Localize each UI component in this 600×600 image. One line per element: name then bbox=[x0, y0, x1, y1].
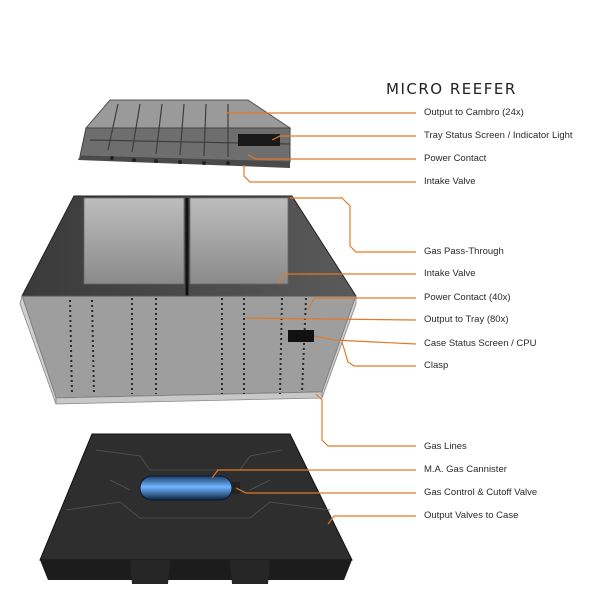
top-tray bbox=[78, 99, 292, 168]
leader-output-valves bbox=[327, 515, 416, 525]
leader-power-contact bbox=[247, 154, 416, 160]
label-power-contact-40x: Power Contact (40x) bbox=[424, 292, 511, 303]
label-output-to-cambro: Output to Cambro (24x) bbox=[424, 107, 524, 118]
label-intake-valve-top: Intake Valve bbox=[424, 176, 476, 187]
leader-gas-pass-through bbox=[290, 197, 416, 253]
label-intake-valve-case: Intake Valve bbox=[424, 268, 476, 279]
label-gas-lines: Gas Lines bbox=[424, 441, 467, 452]
leader-intake-valve-top bbox=[243, 165, 416, 183]
label-case-status-screen: Case Status Screen / CPU bbox=[424, 338, 537, 349]
main-case bbox=[19, 195, 357, 405]
label-gas-pass-through: Gas Pass-Through bbox=[424, 246, 504, 257]
tray-status-screen bbox=[238, 134, 280, 146]
label-output-valves: Output Valves to Case bbox=[424, 510, 519, 521]
case-status-screen bbox=[288, 330, 314, 342]
leader-intake-valve-case bbox=[277, 273, 416, 284]
label-gas-cannister: M.A. Gas Cannister bbox=[424, 464, 507, 475]
gas-cannister-shape bbox=[139, 475, 233, 501]
leader-lines bbox=[211, 112, 417, 525]
label-clasp: Clasp bbox=[424, 360, 449, 371]
diagram-title: MICRO REEFER bbox=[386, 80, 517, 98]
base-unit bbox=[39, 433, 353, 584]
leader-power-contact-40x bbox=[307, 297, 416, 311]
leader-gas-cannister bbox=[211, 469, 416, 479]
leader-gas-control-valve bbox=[235, 487, 416, 494]
label-output-to-tray: Output to Tray (80x) bbox=[424, 314, 509, 325]
leader-case-status-screen bbox=[313, 335, 417, 345]
leader-tray-status-screen bbox=[271, 135, 416, 141]
label-power-contact: Power Contact bbox=[424, 153, 487, 164]
leader-clasp bbox=[341, 341, 416, 367]
label-gas-control-valve: Gas Control & Cutoff Valve bbox=[424, 487, 538, 498]
leader-gas-lines bbox=[315, 393, 416, 447]
label-tray-status-screen: Tray Status Screen / Indicator Light bbox=[424, 130, 573, 141]
leader-output-to-tray bbox=[245, 317, 417, 321]
